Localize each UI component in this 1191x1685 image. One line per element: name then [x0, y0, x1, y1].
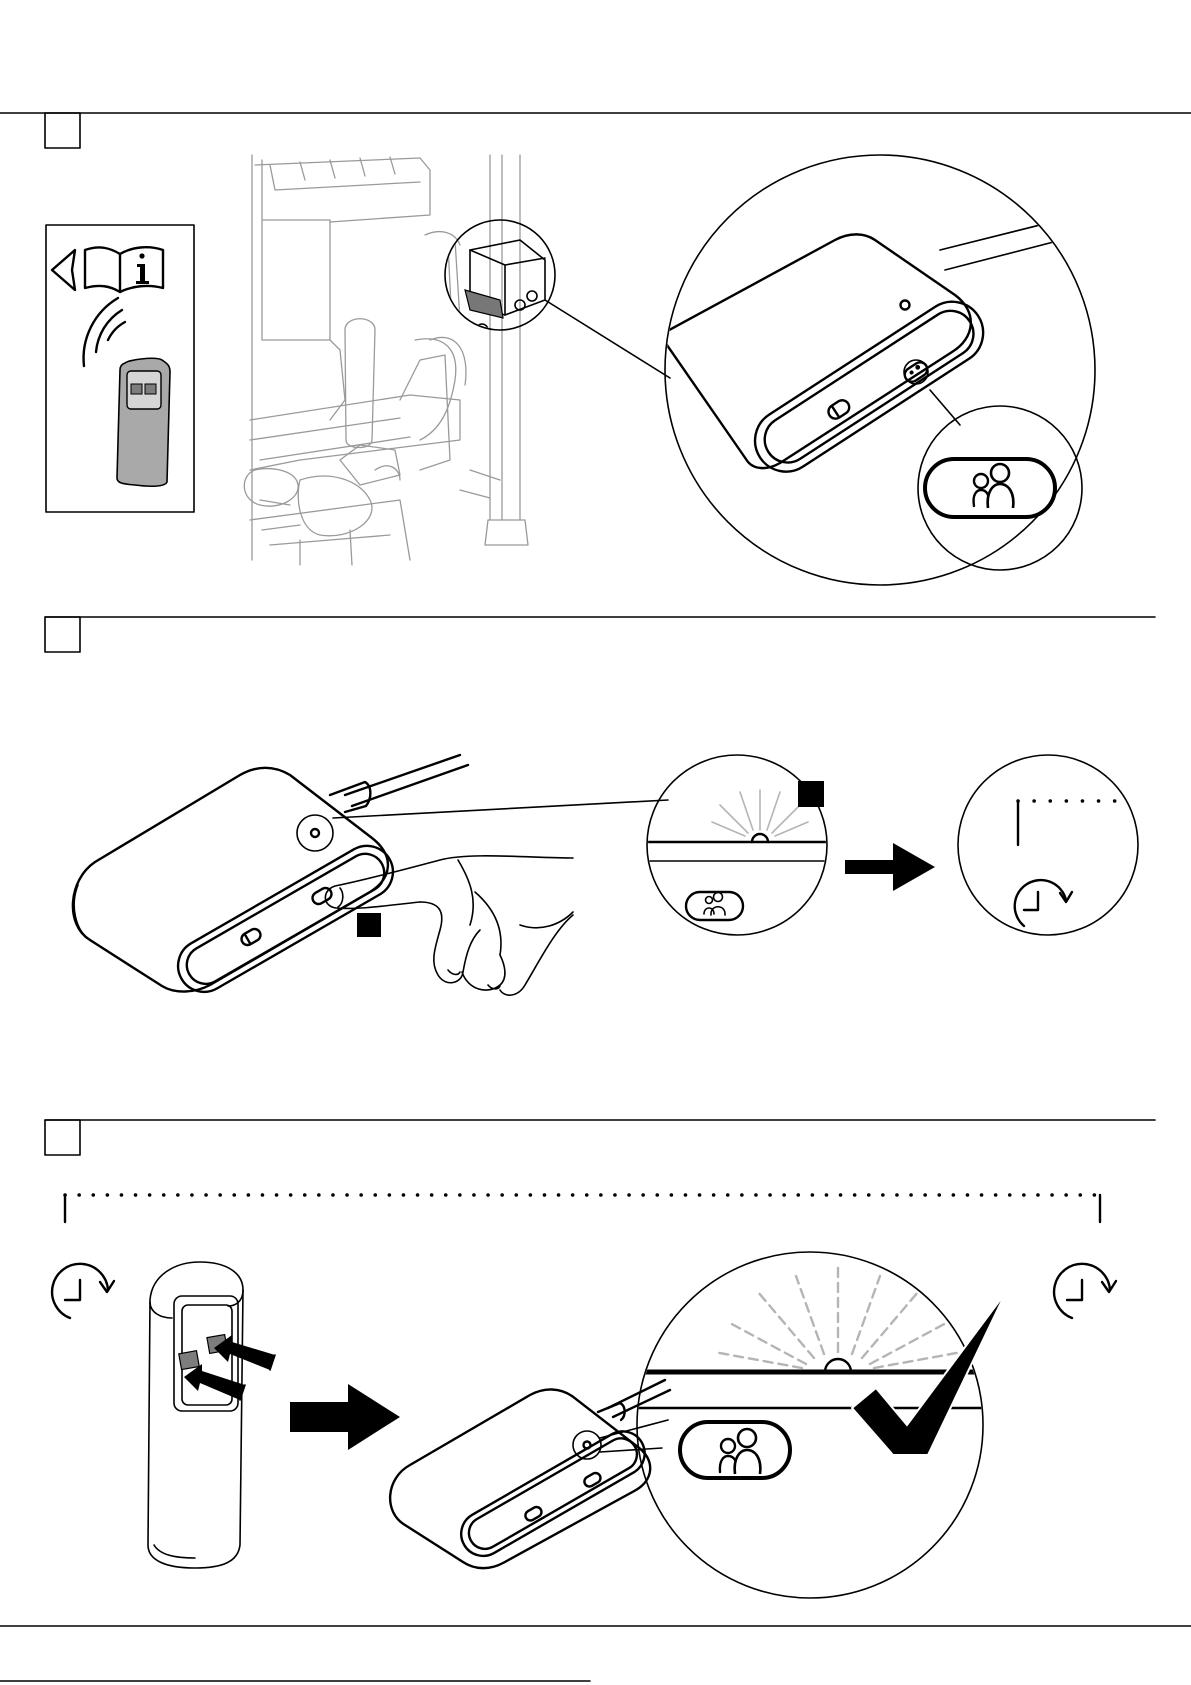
led-highlight-ring: [297, 815, 333, 851]
info-i-icon: [136, 264, 149, 284]
flush-button-icon: [239, 927, 262, 947]
control-unit-body: [73, 768, 388, 992]
step-3-section: [45, 1120, 1155, 1598]
cable: [940, 210, 1100, 270]
remote-button-b: [145, 384, 156, 394]
refer-to-manual-icon: [52, 247, 163, 292]
control-unit-body: [660, 234, 971, 468]
manual-chevron-icon: [52, 250, 75, 290]
step-number-box-2: [45, 617, 80, 652]
zoom-connector-line-2: [600, 1448, 662, 1452]
control-unit: [73, 755, 468, 1001]
timer-circle: [958, 755, 1138, 935]
signal-wave-1: [108, 322, 125, 340]
zoom-connector-line: [333, 800, 668, 818]
led-zoom-circle: [640, 755, 830, 945]
arrow-right-icon: [290, 1384, 400, 1450]
user-button-icon-small: [902, 360, 930, 385]
remote-control-buttons: [148, 1262, 275, 1568]
callout-marker-b: [798, 781, 824, 807]
zoom-connector-line-1: [545, 300, 670, 378]
press-arrow-a: [184, 1364, 245, 1400]
user-button-outline: [686, 892, 743, 920]
status-led: [311, 829, 319, 837]
book-left-page-icon: [85, 247, 120, 292]
remote-body: [148, 1262, 243, 1568]
arrow-right-icon: [845, 843, 935, 891]
status-led: [584, 1442, 591, 1449]
clock-icon-end: [1054, 1264, 1116, 1318]
user-button-outline: [925, 459, 1055, 517]
remote-control-icon: [84, 298, 170, 486]
led-blink-icon: [712, 790, 808, 836]
zoomed-bracket: [465, 290, 503, 318]
callout-marker-a: [357, 913, 381, 937]
clock-icon: [1015, 880, 1072, 926]
control-unit-front-slot: [453, 1423, 653, 1564]
user-button-detail: [918, 406, 1082, 570]
led-blink-icon: [714, 1268, 962, 1368]
step-number-box-1: [45, 113, 80, 148]
detail-circle-outline: [665, 155, 1095, 585]
step-2-section: [45, 617, 1155, 1001]
timer-circle-outline: [958, 755, 1138, 935]
step-1-section: [0, 113, 1191, 585]
led-confirm-circle: [630, 1252, 1006, 1598]
control-unit-inner-slot: [756, 302, 982, 471]
status-led: [901, 301, 910, 310]
cable: [345, 755, 468, 806]
zoom-circle-small: [445, 220, 555, 336]
signal-wave-2: [96, 310, 122, 352]
zoom-circle-large: [600, 155, 1100, 585]
remote-button-a: [131, 384, 142, 394]
info-dot-icon: [139, 253, 144, 258]
users-icon: [704, 893, 725, 916]
step-number-box-3: [45, 1120, 80, 1155]
installation-drawing: [244, 155, 528, 565]
remote-button-a: [179, 1351, 200, 1370]
clock-icon-start: [52, 1264, 114, 1318]
control-unit-front-slot: [743, 290, 995, 484]
control-unit: [390, 1380, 670, 1568]
